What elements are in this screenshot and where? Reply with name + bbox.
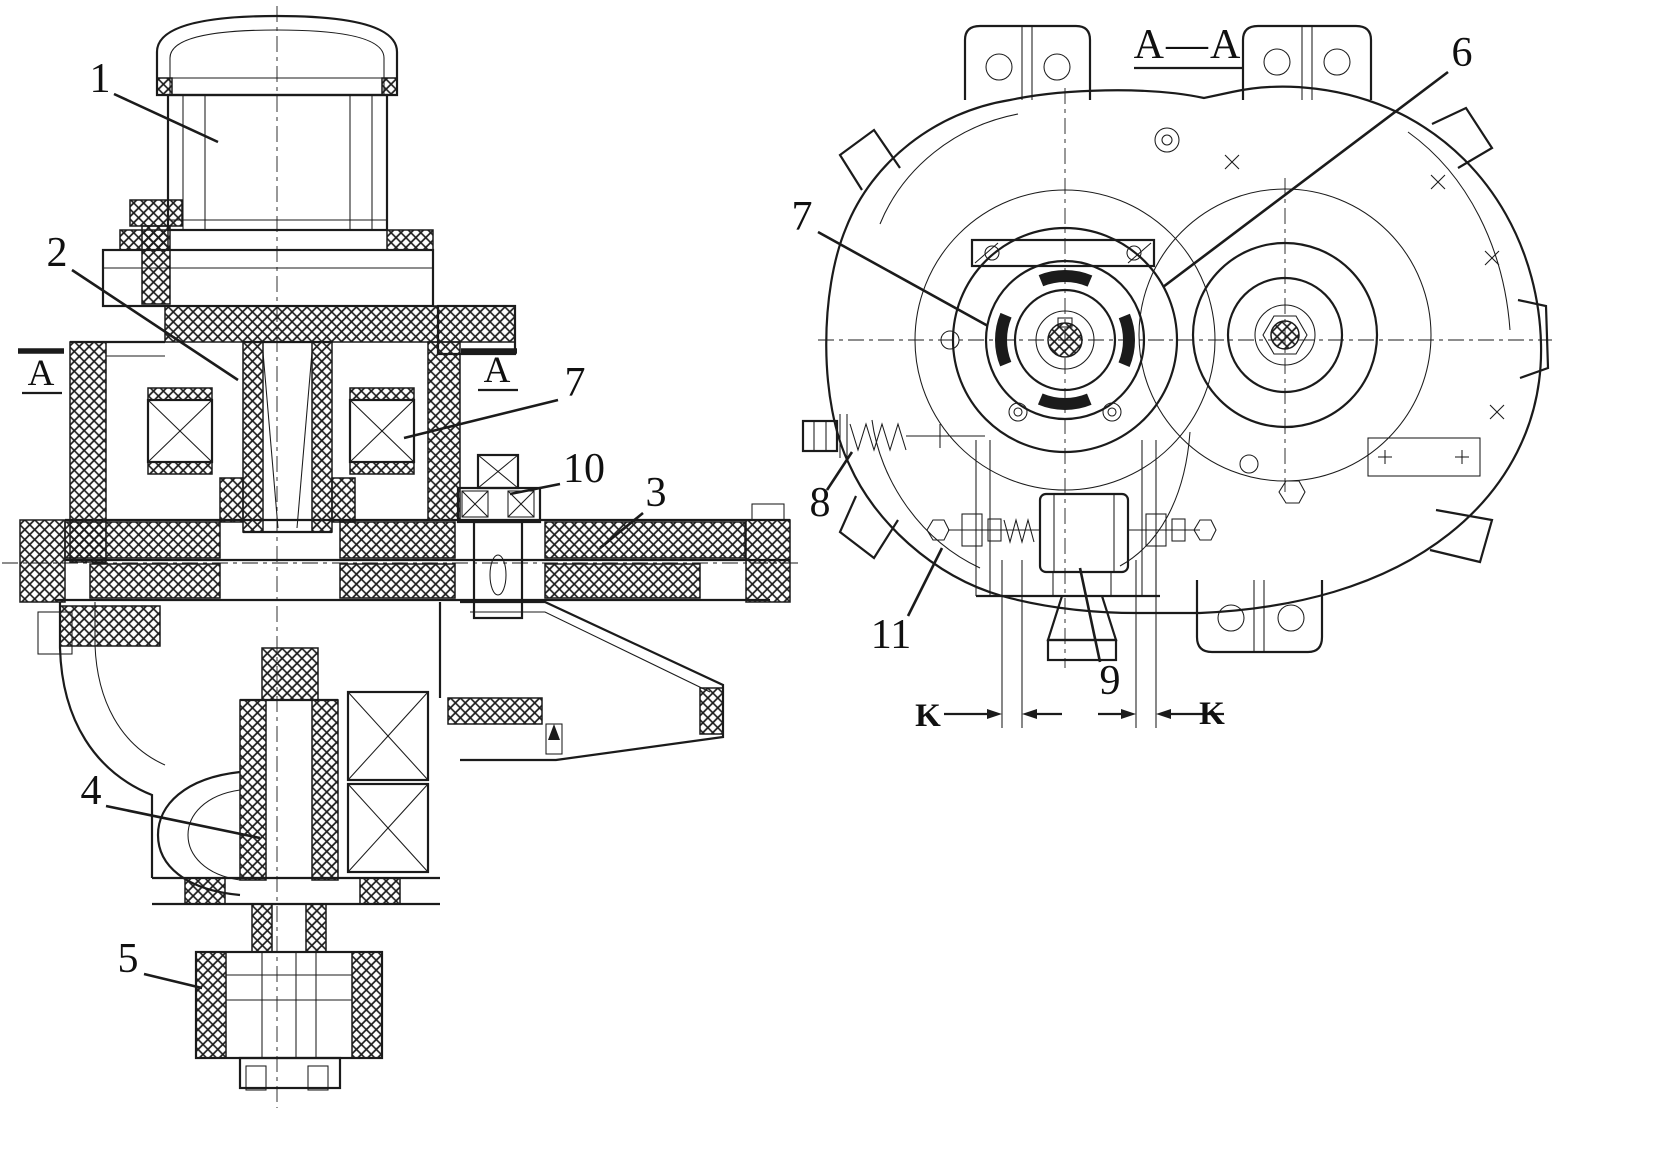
callout-5: 5 [118,936,139,982]
callout-1-leader [113,92,219,144]
section-markers: A A [18,348,518,395]
callout-9-leader [1078,567,1102,663]
side-lugs [838,106,1550,564]
output-shaft [156,647,430,897]
callout-5-leader [143,972,203,990]
section-title: A—A [1134,22,1243,68]
vertical-bearing-unit [456,453,542,620]
callout-11-leader [906,547,944,617]
secondary-shaft-boss [1138,188,1432,504]
cone-housing [447,600,725,762]
callout-7-right: 7 [792,194,813,240]
top-clamp-bar [970,238,1156,268]
adjuster-assembly [926,440,1217,662]
callout-6-leader [1162,70,1449,289]
callout-7-right-leader [817,230,989,328]
left-view: A A 1 2 7 10 3 4 5 [2,6,800,1108]
callout-6: 6 [1452,30,1473,76]
electric-motor [155,14,399,232]
mounting-tab-top-left [963,24,1092,100]
callout-9: 9 [1100,658,1121,704]
top-cover [164,304,517,356]
callout-11: 11 [871,612,911,658]
section-marker-a-left: A [28,353,55,394]
callout-3: 3 [646,470,667,516]
callout-2-leader [71,268,239,382]
section-view-a-a: K K A—A 6 7 8 11 9 [792,22,1552,734]
output-coupling [194,903,384,1091]
centerlines-right [818,88,1552,668]
bearing-right-upper [348,387,416,475]
callout-10: 10 [563,446,605,492]
right-view-callouts: 6 7 8 11 9 [792,30,1473,704]
surface-marks [1224,154,1505,420]
callout-8-leader [825,451,854,491]
k-dimensions: K K [915,560,1225,734]
dim-k-left: K [915,698,941,734]
dim-k-right: K [1199,696,1225,732]
worm-wheel-boss [914,127,1216,491]
callout-2: 2 [47,230,68,276]
bearing-left-upper [146,387,214,475]
motor-flange [101,199,435,308]
section-title-group: A—A [1134,22,1243,70]
callout-4: 4 [81,768,102,814]
input-shaft [242,340,333,534]
callout-10-leader [509,482,561,496]
callout-4-leader [105,804,261,840]
centerlines-left [2,6,800,1108]
callout-3-leader [599,511,644,550]
shaft-seals [219,477,356,523]
section-marker-a-right: A [484,350,511,391]
nameplate [1367,437,1481,477]
housing-outline [825,85,1543,615]
mid-flange [19,503,791,603]
spring-screw [801,414,985,458]
callout-1: 1 [90,56,111,102]
callout-7: 7 [565,360,586,406]
left-view-callouts: 1 2 7 10 3 4 5 [47,56,667,990]
lower-housing [37,602,442,906]
mounting-tab-top-right [1241,24,1373,100]
callout-8: 8 [810,480,831,526]
mounting-tab-bottom [1195,580,1324,654]
callout-7-leader [403,398,559,440]
